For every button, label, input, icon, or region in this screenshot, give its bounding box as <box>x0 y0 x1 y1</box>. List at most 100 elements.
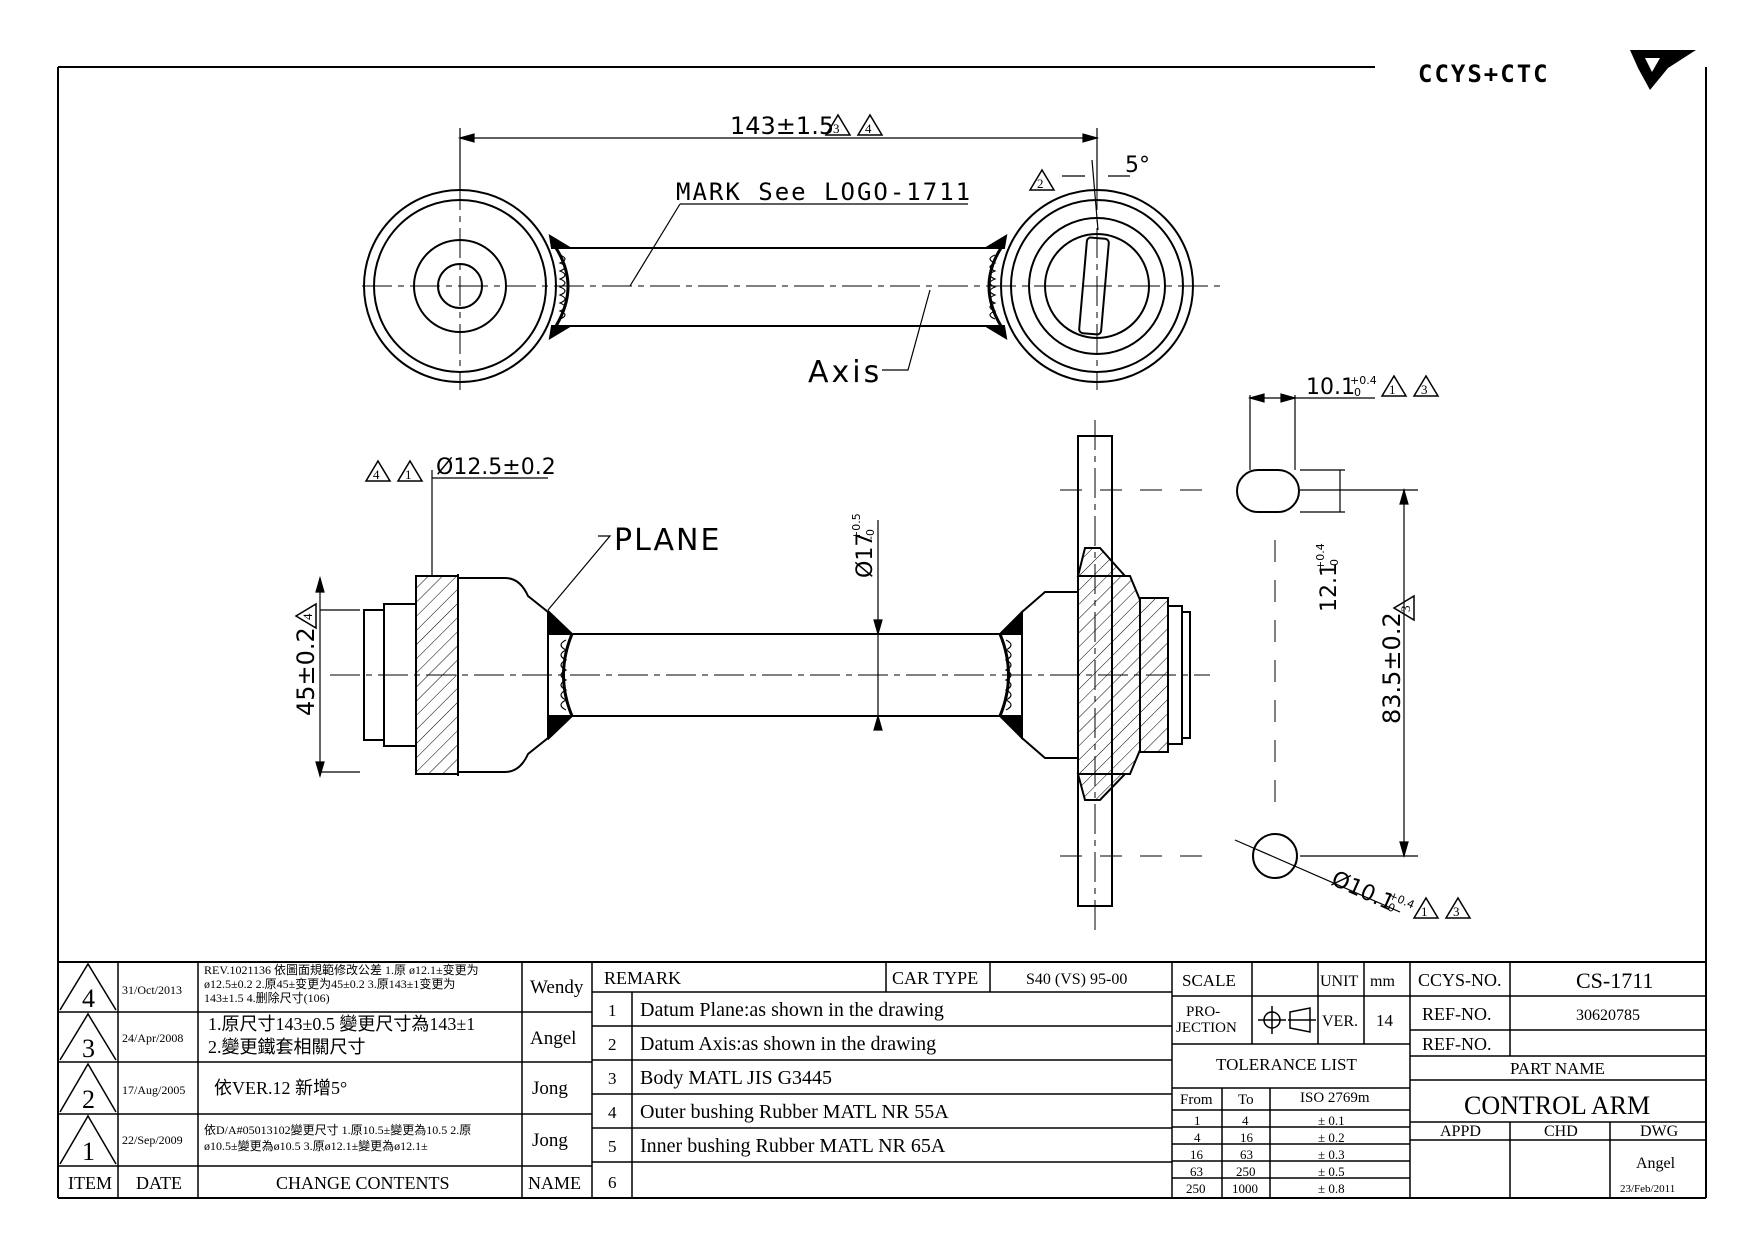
revision-name: Angel <box>530 1028 576 1049</box>
spec-block: SCALE UNIT mm PRO- JECTION VER. 14 TOLER… <box>1176 971 1395 1196</box>
dim-pitch: 83.5±0.2 <box>1378 612 1406 724</box>
appd-label: APPD <box>1440 1123 1481 1140</box>
tol-cell: ± 0.1 <box>1318 1113 1345 1128</box>
rev-mark: 3 <box>1398 606 1413 613</box>
ref-label: REF-NO. <box>1422 1004 1492 1024</box>
dwg-name: Angel <box>1636 1155 1676 1172</box>
remark-no: 6 <box>608 1173 617 1192</box>
projection-symbol-icon <box>1258 1006 1316 1034</box>
dwg-label: DWG <box>1640 1123 1679 1140</box>
tol-cell: 4 <box>1194 1130 1201 1145</box>
dim-slot-tol: -0 <box>1350 386 1361 399</box>
remark-text: Inner bushing Rubber MATL NR 65A <box>640 1135 946 1157</box>
top-view-labels: 143±1.5 3 4 5° 2 MARK See LOGO-1711 Axis <box>676 112 1150 390</box>
dim-slot-h-tol: -0 <box>1328 559 1341 570</box>
revision-item: 3 <box>82 1034 95 1063</box>
remark-text: Body MATL JIS G3445 <box>640 1067 832 1089</box>
tol-cell: 1 <box>1194 1113 1201 1128</box>
title-block: CCYS-NO. CS-1711 REF-NO. 30620785 REF-NO… <box>1418 968 1679 1195</box>
revision-date: 24/Apr/2008 <box>122 1031 183 1045</box>
revision-header-name: NAME <box>528 1173 581 1193</box>
rev-mark: 2 <box>1037 176 1044 191</box>
projection-label: PRO- <box>1186 1004 1220 1020</box>
rev-mark: 3 <box>833 121 840 136</box>
title-block-grid <box>58 962 1706 1198</box>
remark-text: Outer bushing Rubber MATL NR 55A <box>640 1101 949 1123</box>
revision-content: 1.原尺寸143±0.5 變更尺寸為143±1 <box>208 1014 475 1034</box>
dim-slot-h: 12.1 <box>1317 563 1342 612</box>
revision-name: Jong <box>532 1078 568 1099</box>
revision-name: Wendy <box>530 977 584 998</box>
dim-tube: Ø17 <box>853 533 878 578</box>
logo-text: CCYS+CTC <box>1418 60 1550 88</box>
tol-cell: ± 0.5 <box>1318 1164 1345 1179</box>
top-view <box>362 113 1220 390</box>
tol-cell: 16 <box>1190 1147 1204 1162</box>
dim-bore: Ø12.5±0.2 <box>436 455 556 480</box>
rev-mark: 1 <box>405 467 412 482</box>
revision-table: 4 31/Oct/2013 REV.1021136 依圖面規範修改公差 1.原 … <box>68 962 584 1193</box>
ref-number: 30620785 <box>1576 1007 1640 1024</box>
revision-item: 4 <box>82 984 95 1013</box>
remark-header: REMARK <box>604 968 681 988</box>
logo-mark-icon <box>1630 50 1696 90</box>
ccys-label: CCYS-NO. <box>1418 970 1502 990</box>
axis-label: Axis <box>808 355 882 390</box>
dwg-date: 23/Feb/2011 <box>1620 1183 1675 1195</box>
revision-content: 依VER.12 新增5° <box>214 1078 347 1098</box>
rev-mark: 3 <box>1421 382 1428 397</box>
tol-cell: ± 0.2 <box>1318 1130 1345 1145</box>
ver-value: 14 <box>1376 1011 1394 1030</box>
dim-slot-tol: +0.4 <box>1350 374 1377 387</box>
tol-cell: ± 0.3 <box>1318 1147 1345 1162</box>
tol-header: To <box>1238 1092 1254 1108</box>
rev-mark: 1 <box>1389 382 1396 397</box>
mark-note: MARK See LOGO-1711 <box>676 178 972 206</box>
tol-cell: 63 <box>1240 1147 1253 1162</box>
side-view-labels: 4 1 Ø12.5±0.2 PLANE 45±0.2 4 Ø17 +0.5 -0… <box>292 374 1460 919</box>
revision-name: Jong <box>532 1130 568 1151</box>
part-name-label: PART NAME <box>1510 1059 1605 1078</box>
ver-label: VER. <box>1322 1013 1358 1030</box>
revision-header-item: ITEM <box>68 1173 112 1193</box>
tol-header: ISO 2769m <box>1300 1090 1370 1106</box>
plane-label: PLANE <box>614 523 721 558</box>
dim-length: 143±1.5 <box>730 112 834 140</box>
dim-tube-tol: -0 <box>864 529 877 540</box>
revision-content: ø12.5±0.2 2.原45±变更为45±0.2 3.原143±1变更为 <box>204 976 455 991</box>
revision-date: 31/Oct/2013 <box>122 983 182 997</box>
car-type-value: S40 (VS) 95-00 <box>1026 971 1127 988</box>
company-logo: CCYS+CTC <box>1418 50 1696 90</box>
remark-no: 2 <box>608 1035 617 1054</box>
tol-cell: ± 0.8 <box>1318 1181 1345 1196</box>
dim-tube-tol: +0.5 <box>850 513 863 540</box>
angle-label: 5° <box>1125 153 1150 178</box>
tol-cell: 16 <box>1240 1130 1254 1145</box>
unit-value: mm <box>1370 973 1395 990</box>
tol-cell: 250 <box>1186 1181 1206 1196</box>
revision-item: 1 <box>82 1137 95 1166</box>
tol-cell: 63 <box>1190 1164 1203 1179</box>
tolerance-title: TOLERANCE LIST <box>1216 1055 1357 1074</box>
rev-mark: 4 <box>373 467 380 482</box>
revision-content: 依D/A#05013102變更尺寸 1.原10.5±變更為10.5 2.原 <box>204 1122 471 1137</box>
chd-label: CHD <box>1544 1123 1578 1140</box>
remark-text: Datum Axis:as shown in the drawing <box>640 1033 936 1055</box>
remarks-table: REMARK CAR TYPE S40 (VS) 95-00 1 Datum P… <box>604 968 1127 1192</box>
rev-mark: 1 <box>1421 904 1428 919</box>
rev-mark: 3 <box>1453 904 1460 919</box>
revision-content: 2.變更鐵套相關尺寸 <box>208 1037 366 1057</box>
tol-cell: 4 <box>1242 1113 1249 1128</box>
remark-no: 4 <box>608 1103 617 1122</box>
remark-no: 3 <box>608 1069 617 1088</box>
revision-date: 17/Aug/2005 <box>122 1083 185 1097</box>
dim-slot-h-tol: +0.4 <box>1314 543 1327 570</box>
remark-no: 1 <box>608 1001 617 1020</box>
side-view <box>294 374 1472 930</box>
drawing-border <box>57 66 1707 1199</box>
dim-width: 45±0.2 <box>292 627 320 716</box>
part-name: CONTROL ARM <box>1464 1091 1650 1120</box>
ref-label: REF-NO. <box>1422 1034 1492 1054</box>
rev-mark: 4 <box>300 613 315 620</box>
